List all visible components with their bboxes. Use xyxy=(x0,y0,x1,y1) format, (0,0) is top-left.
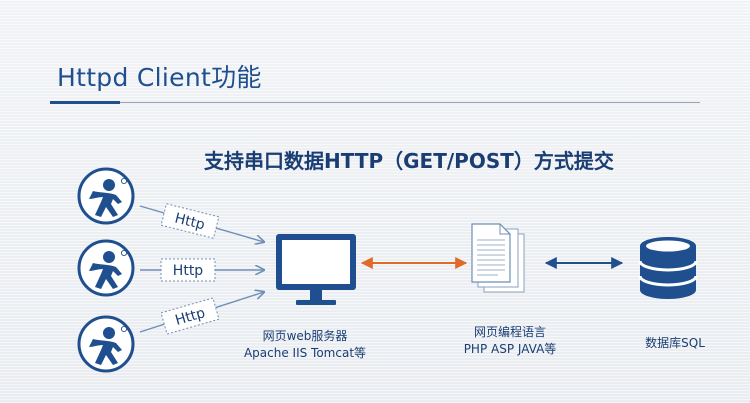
server-label-line1: 网页web服务器 xyxy=(262,329,348,343)
http-tag-3: Http xyxy=(160,297,220,335)
server-label-line2: Apache IIS Tomcat等 xyxy=(243,346,367,360)
client-user-icon-3 xyxy=(77,315,135,373)
monitor-icon xyxy=(276,234,356,305)
database-label: 数据库SQL xyxy=(645,336,705,350)
language-label: 网页编程语言 PHP ASP JAVA等 xyxy=(440,324,580,358)
http-tag-2: Http xyxy=(160,258,216,282)
title-divider xyxy=(50,102,700,103)
http-tag-1-label: Http xyxy=(173,211,206,234)
diagram-subtitle: 支持串口数据HTTP（GET/POST）方式提交 xyxy=(204,149,614,173)
page-title: Httpd Client功能 xyxy=(57,63,262,92)
language-label-line2: PHP ASP JAVA等 xyxy=(463,342,557,356)
http-tag-1: Http xyxy=(160,203,220,239)
database-icon xyxy=(638,237,698,299)
http-tag-2-label: Http xyxy=(173,263,204,279)
client-user-icon-2 xyxy=(77,239,135,297)
title-divider-accent xyxy=(50,101,120,104)
documents-icon xyxy=(471,223,525,293)
server-label: 网页web服务器 Apache IIS Tomcat等 xyxy=(240,328,370,362)
language-label-line1: 网页编程语言 xyxy=(473,325,546,339)
client-user-icon-1 xyxy=(77,167,135,225)
